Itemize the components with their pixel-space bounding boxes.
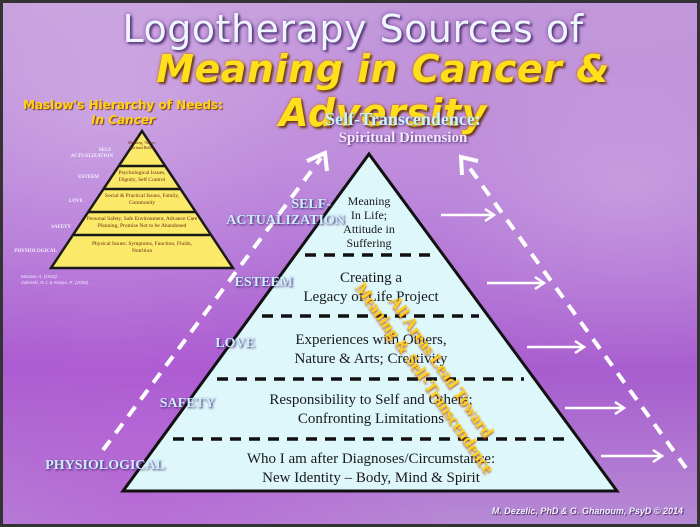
arrow-right-icon [527,339,587,355]
tier-line: Responsibility to Self and Others; [269,392,473,408]
tier-esteem-text: Creating a Legacy of Life Project [273,269,469,307]
apex-title: Self-Transcendence: [325,109,481,129]
right-dashed-arrow [458,154,688,470]
label-physiological: PHYSIOLOGICAL [45,458,165,473]
label-esteem: ESTEEM [234,275,293,290]
tier-line: Meaning [347,194,391,208]
arrow-right-icon [441,207,497,223]
citation-line: Zalenski, R.J. & Raspa, R. (2006) ... [21,280,94,285]
inset-label-esteem: ESTEEM [78,175,99,180]
tier-line: Suffering [346,236,392,250]
inset-tier-text: Physical Issues: Symptoms, Function, Flu… [91,241,193,254]
tier-line: Nature & Arts; Creativity [294,351,448,367]
inset-citation: Maslow, A. (1943) ... Zalenski, R.J. & R… [21,274,93,286]
inset-tier-text: Personal Safety, Safe Environment, Advan… [86,216,198,229]
apex-subtitle: Spiritual Dimension [338,130,468,146]
label-line: SELF- [291,197,331,212]
label-safety: SAFETY [159,396,215,411]
title-line-2: Meaning in Cancer & Adversity [156,47,610,135]
inset-label-physiological: PHYSIOLOGICAL [14,249,57,254]
tier-line: Legacy of Life Project [303,289,439,305]
tier-line: Who I am after Diagnoses/Circumstance: [246,451,496,467]
arrow-right-icon [565,400,627,416]
tier-line: In Life; [350,208,388,222]
arrow-right-icon [601,448,665,464]
inset-label-safety: SAFETY [51,225,71,230]
arrow-right-icon [487,275,547,291]
label-self-actualization-2: ACTUALIZATION [226,213,345,228]
diagram-graphics [48,128,688,493]
tier-line: New Identity – Body, Mind & Spirit [262,470,480,486]
inset-tier-text: Psychological Issues, Dignity, Self Cont… [118,170,166,183]
tier-line: Creating a [339,270,403,286]
tier-line: Attitude in [343,222,395,236]
citation-line: Maslow, A. (1943) ... [21,274,62,279]
tier-safety-text: Responsibility to Self and Others; Confr… [229,391,513,429]
tier-line: Experiences with Others, [295,332,447,348]
main-pyramid [120,151,620,493]
tier-arrows [441,207,665,464]
inset-tier-text: Meaning, Values, Spiritual Beliefs [128,140,156,150]
tier-physiological-text: Who I am after Diagnoses/Circumstance: N… [199,450,543,488]
inset-label-love: LOVE [68,199,83,204]
main-pyramid-shape [120,151,620,493]
inset-label-self-actualization: SELF-ACTUALIZATION [70,148,113,159]
tier-self-actualization-text: Meaning In Life; Attitude in Suffering [329,194,409,250]
inset-tier-text: Social & Practical Issues, Family, Commu… [104,193,180,206]
credit: M. Dezelic, PhD & G. Ghanoum, PsyD © 201… [491,506,683,516]
left-dashed-arrow [101,150,329,452]
inset-title: Maslow's Hierarchy of Needs: [23,98,223,112]
label-love: LOVE [215,336,255,351]
inset-subtitle: In Cancer [91,113,155,127]
tier-love-text: Experiences with Others, Nature & Arts; … [253,331,489,369]
title-line-1: Logotherapy Sources of [122,7,584,51]
label-self-actualization: SELF- [239,197,331,213]
inset-pyramid [48,128,236,270]
tier-line: Confronting Limitations [297,411,445,427]
